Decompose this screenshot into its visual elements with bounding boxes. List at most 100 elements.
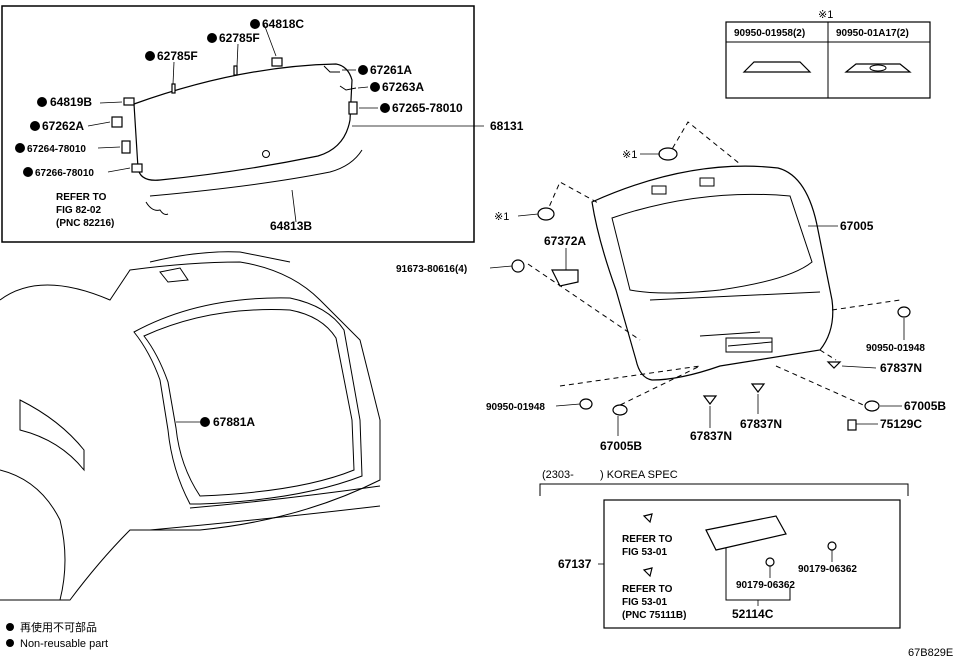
bumper-line xyxy=(149,485,381,531)
clip-90950-01A17-shape xyxy=(844,63,912,73)
symbol-ref-left: ※1 xyxy=(494,211,509,223)
defogger-harness xyxy=(145,201,169,215)
glass-group: 64818C 62785F 62785F 67261A 64819B 67263… xyxy=(1,5,524,243)
emblem-shape-1 xyxy=(642,513,653,524)
korea-header-left: (2303- xyxy=(542,469,574,481)
refer-82-02-line1: REFER TO xyxy=(56,192,107,203)
label-90950-01948-l: 90950-01948 xyxy=(486,402,545,413)
part-67261A-shape xyxy=(323,65,340,73)
label-67837N-a: 67837N xyxy=(690,429,732,443)
label-90179-b: 90179-06362 xyxy=(798,564,857,575)
glass-dots xyxy=(15,19,390,177)
part-62785F-shape-b xyxy=(171,83,176,94)
rear-lamp xyxy=(19,399,85,472)
guide-stop xyxy=(819,349,837,361)
label-64819B: 64819B xyxy=(50,95,92,109)
glass-frame xyxy=(1,5,475,243)
door-leaders xyxy=(489,153,905,436)
stop-67837N-r-shape xyxy=(826,361,842,369)
part-67266-shape xyxy=(131,163,143,173)
label-67881A: 67881A xyxy=(213,415,255,429)
cushion-left-shape xyxy=(537,207,555,221)
label-67263A: 67263A xyxy=(382,80,424,94)
label-67137: 67137 xyxy=(558,557,592,571)
label-75129C: 75129C xyxy=(880,417,922,431)
label-67261A: 67261A xyxy=(370,63,412,77)
legend-line1: 再使用不可部品 xyxy=(20,620,97,634)
label-67005: 67005 xyxy=(840,219,874,233)
label-90179-a: 90179-06362 xyxy=(736,580,795,591)
guide-lower-right xyxy=(775,365,871,409)
refer-82-02-line3: (PNC 82216) xyxy=(56,218,114,229)
inset-col2: 90950-01A17(2) xyxy=(836,28,909,39)
back-door-group: ※1 ※1 67005 67372A 91673-80616(4) 90950-… xyxy=(396,121,946,453)
korea-bracket xyxy=(539,483,909,496)
label-52114C: 52114C xyxy=(732,607,774,621)
guide-cushion-left xyxy=(545,181,601,215)
label-67005B-l: 67005B xyxy=(600,439,642,453)
screw-90179-a-shape xyxy=(765,557,775,567)
label-67372A: 67372A xyxy=(544,234,586,248)
vehicle-body-outline xyxy=(0,261,381,601)
license-bracket-52114C xyxy=(705,515,787,551)
label-67262A: 67262A xyxy=(42,119,84,133)
cushion-67005B-r-shape xyxy=(864,400,880,412)
door-handle-recess xyxy=(725,337,773,353)
part-67265-shape xyxy=(348,101,358,115)
back-door-lower-panel xyxy=(649,291,821,347)
legend-line2: Non-reusable part xyxy=(20,638,108,650)
back-glass-68131 xyxy=(133,63,353,181)
emblem-shape-2 xyxy=(642,567,653,578)
label-67264: 67264-78010 xyxy=(27,144,86,155)
label-90950-01948-r: 90950-01948 xyxy=(866,343,925,354)
label-67005B-r: 67005B xyxy=(904,399,946,413)
bolt-91673-shape xyxy=(511,259,525,273)
symbol-ref-top: ※1 xyxy=(622,149,637,161)
wheel-arch xyxy=(0,469,66,601)
stop-67837N-a-shape xyxy=(702,395,718,405)
door-top-hole-a xyxy=(651,185,667,195)
part-64818C-shape xyxy=(271,57,283,67)
refer-53-01-b-line1: REFER TO xyxy=(622,584,673,595)
inset-table-header: ※1 xyxy=(818,9,833,21)
label-67837N-r: 67837N xyxy=(880,361,922,375)
label-91673: 91673-80616(4) xyxy=(396,264,467,275)
part-67264-shape xyxy=(121,140,131,154)
guide-right xyxy=(831,299,901,311)
cushion-90950-l-shape xyxy=(579,398,593,410)
glass-hole xyxy=(262,150,270,158)
legend: 再使用不可部品 Non-reusable part xyxy=(6,620,108,650)
refer-53-01-b-line3: (PNC 75111B) xyxy=(622,610,686,621)
cushion-top-shape xyxy=(658,147,678,161)
label-64818C: 64818C xyxy=(262,17,304,31)
korea-header-right: ) KOREA SPEC xyxy=(600,469,678,481)
refer-82-02-line2: FIG 82-02 xyxy=(56,205,101,216)
vehicle-rear-view: 67881A xyxy=(0,251,381,601)
cushion-67005B-l-shape xyxy=(612,404,628,416)
vehicle-roof-line xyxy=(149,251,291,263)
cushion-90950-r-shape xyxy=(897,306,911,318)
refer-53-01-a-line2: FIG 53-01 xyxy=(622,547,667,558)
back-door-67005 xyxy=(591,165,834,381)
door-top-hole-b xyxy=(699,177,715,187)
figure-code: 67B829E xyxy=(908,647,953,659)
part-62785F-shape-a xyxy=(233,65,238,76)
stop-67837N-b-shape xyxy=(750,383,766,393)
hinge-67372A-shape xyxy=(551,269,579,287)
label-68131: 68131 xyxy=(490,119,524,133)
bracket-52114C xyxy=(725,548,791,601)
back-door-window-opening xyxy=(611,193,813,294)
label-67266: 67266-78010 xyxy=(35,168,94,179)
plug-75129C-shape xyxy=(847,419,857,431)
label-62785F-a: 62785F xyxy=(219,31,260,45)
part-67262A-shape xyxy=(111,116,123,128)
label-62785F-b: 62785F xyxy=(157,49,198,63)
refer-53-01-b-line2: FIG 53-01 xyxy=(622,597,667,608)
roof-spoiler xyxy=(159,267,189,283)
inset-col1: 90950-01958(2) xyxy=(734,28,805,39)
label-67837N-b: 67837N xyxy=(740,417,782,431)
molding-64813B xyxy=(149,149,363,197)
clip-90950-01958-shape xyxy=(742,61,812,73)
korea-spec-group: (2303- ) KOREA SPEC 67137 REFER TO FIG 5… xyxy=(539,469,909,629)
